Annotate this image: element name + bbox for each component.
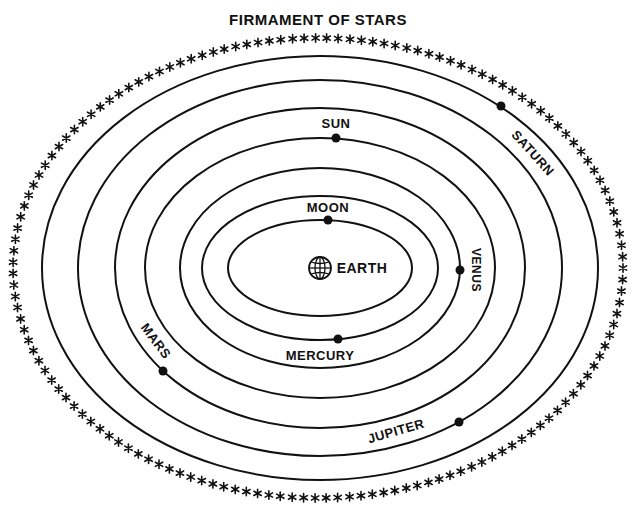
planet-label: MERCURY	[286, 349, 355, 362]
mars-orbit	[115, 108, 525, 428]
mercury-orbit	[202, 196, 438, 340]
mercury-dot	[334, 335, 343, 344]
planet-label: MARS	[139, 321, 174, 361]
planet-label: EARTH	[337, 261, 388, 275]
globe-parallel	[311, 262, 329, 264]
saturn-orbit	[42, 56, 598, 480]
globe-parallel	[311, 273, 329, 275]
saturn-dot	[497, 102, 506, 111]
planet-dots	[159, 102, 506, 427]
globe-outline	[309, 257, 331, 279]
mars-dot	[159, 367, 168, 376]
planet-label: VENUS	[470, 248, 482, 292]
jupiter-orbit	[78, 80, 562, 456]
moon-orbit	[228, 220, 412, 316]
globe-parallel	[309, 267, 331, 268]
venus-orbit	[180, 168, 460, 368]
planet-label: MOON	[307, 201, 349, 214]
earth-globe	[309, 257, 331, 279]
planet-label: SUN	[322, 117, 351, 130]
firmament-label: FIRMAMENT OF STARS	[229, 12, 407, 27]
planet-label: SATURN	[509, 128, 556, 178]
sun-dot	[332, 134, 341, 143]
orbit-group	[42, 56, 598, 480]
venus-dot	[456, 266, 465, 275]
moon-dot	[324, 216, 333, 225]
jupiter-dot	[455, 418, 464, 427]
star-ring	[9, 34, 626, 502]
sun-orbit	[145, 138, 495, 398]
